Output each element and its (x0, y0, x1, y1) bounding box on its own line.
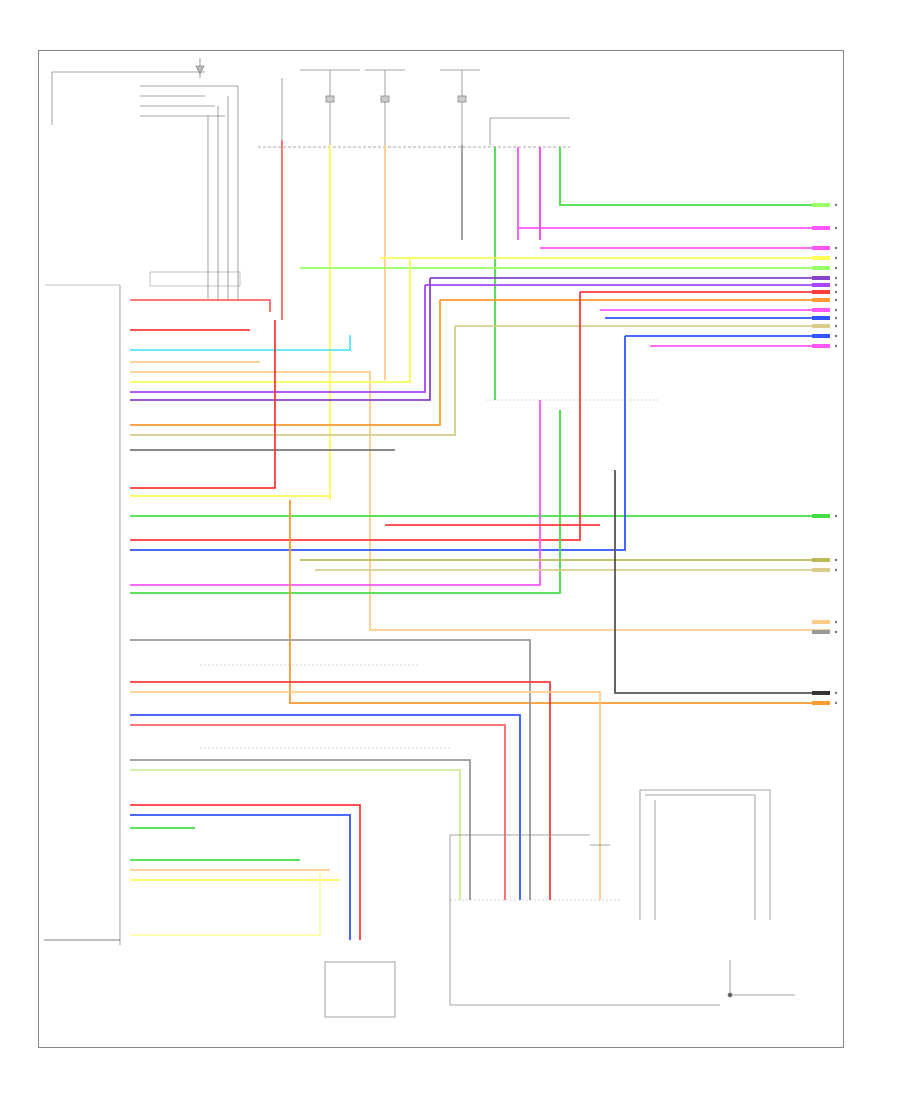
terminal-5 (812, 276, 830, 280)
terminal-pin-8 (834, 298, 838, 302)
lower-wires (130, 639, 601, 940)
terminal-pin-4 (834, 266, 838, 270)
terminal-pin-13 (834, 344, 838, 348)
terminal-15 (812, 558, 830, 562)
terminal-18 (812, 630, 830, 634)
terminal-11 (812, 324, 830, 328)
terminal-2 (812, 246, 830, 250)
terminal-13 (812, 344, 830, 348)
terminal-7 (812, 290, 830, 294)
diagram-frame (38, 50, 844, 1048)
right-wires (300, 227, 830, 347)
terminal-12 (812, 334, 830, 338)
terminal-pin-18 (834, 630, 838, 634)
module-wires (130, 258, 830, 704)
terminal-9 (812, 308, 830, 312)
terminal-pin-14 (834, 514, 838, 518)
terminal-20 (812, 701, 830, 705)
terminal-pin-20 (834, 701, 838, 705)
terminal-pin-11 (834, 324, 838, 328)
terminal-3 (812, 256, 830, 260)
terminal-19 (812, 691, 830, 695)
terminal-4 (812, 266, 830, 270)
top-column-wires (281, 140, 830, 500)
terminal-pin-15 (834, 558, 838, 562)
top-section (51, 58, 570, 300)
terminal-17 (812, 620, 830, 624)
terminal-pin-2 (834, 246, 838, 250)
terminal-pin-6 (834, 283, 838, 287)
terminal-8 (812, 298, 830, 302)
terminal-pin-12 (834, 334, 838, 338)
connector-rows (200, 399, 660, 901)
terminal-pin-3 (834, 256, 838, 260)
terminal-pin-7 (834, 290, 838, 294)
terminal-16 (812, 568, 830, 572)
terminal-14 (812, 514, 830, 518)
terminal-0 (812, 203, 830, 207)
right-terminal-group (812, 203, 838, 705)
terminal-10 (812, 316, 830, 320)
module-connector-left (44, 271, 241, 945)
terminal-pin-10 (834, 316, 838, 320)
terminal-pin-1 (834, 226, 838, 230)
terminal-pin-19 (834, 691, 838, 695)
terminal-pin-5 (834, 276, 838, 280)
lower-boxes (324, 789, 795, 1018)
terminal-pin-16 (834, 568, 838, 572)
terminal-pin-0 (834, 203, 838, 207)
terminal-pin-9 (834, 308, 838, 312)
terminal-pin-17 (834, 620, 838, 624)
terminal-6 (812, 283, 830, 287)
terminal-1 (812, 226, 830, 230)
